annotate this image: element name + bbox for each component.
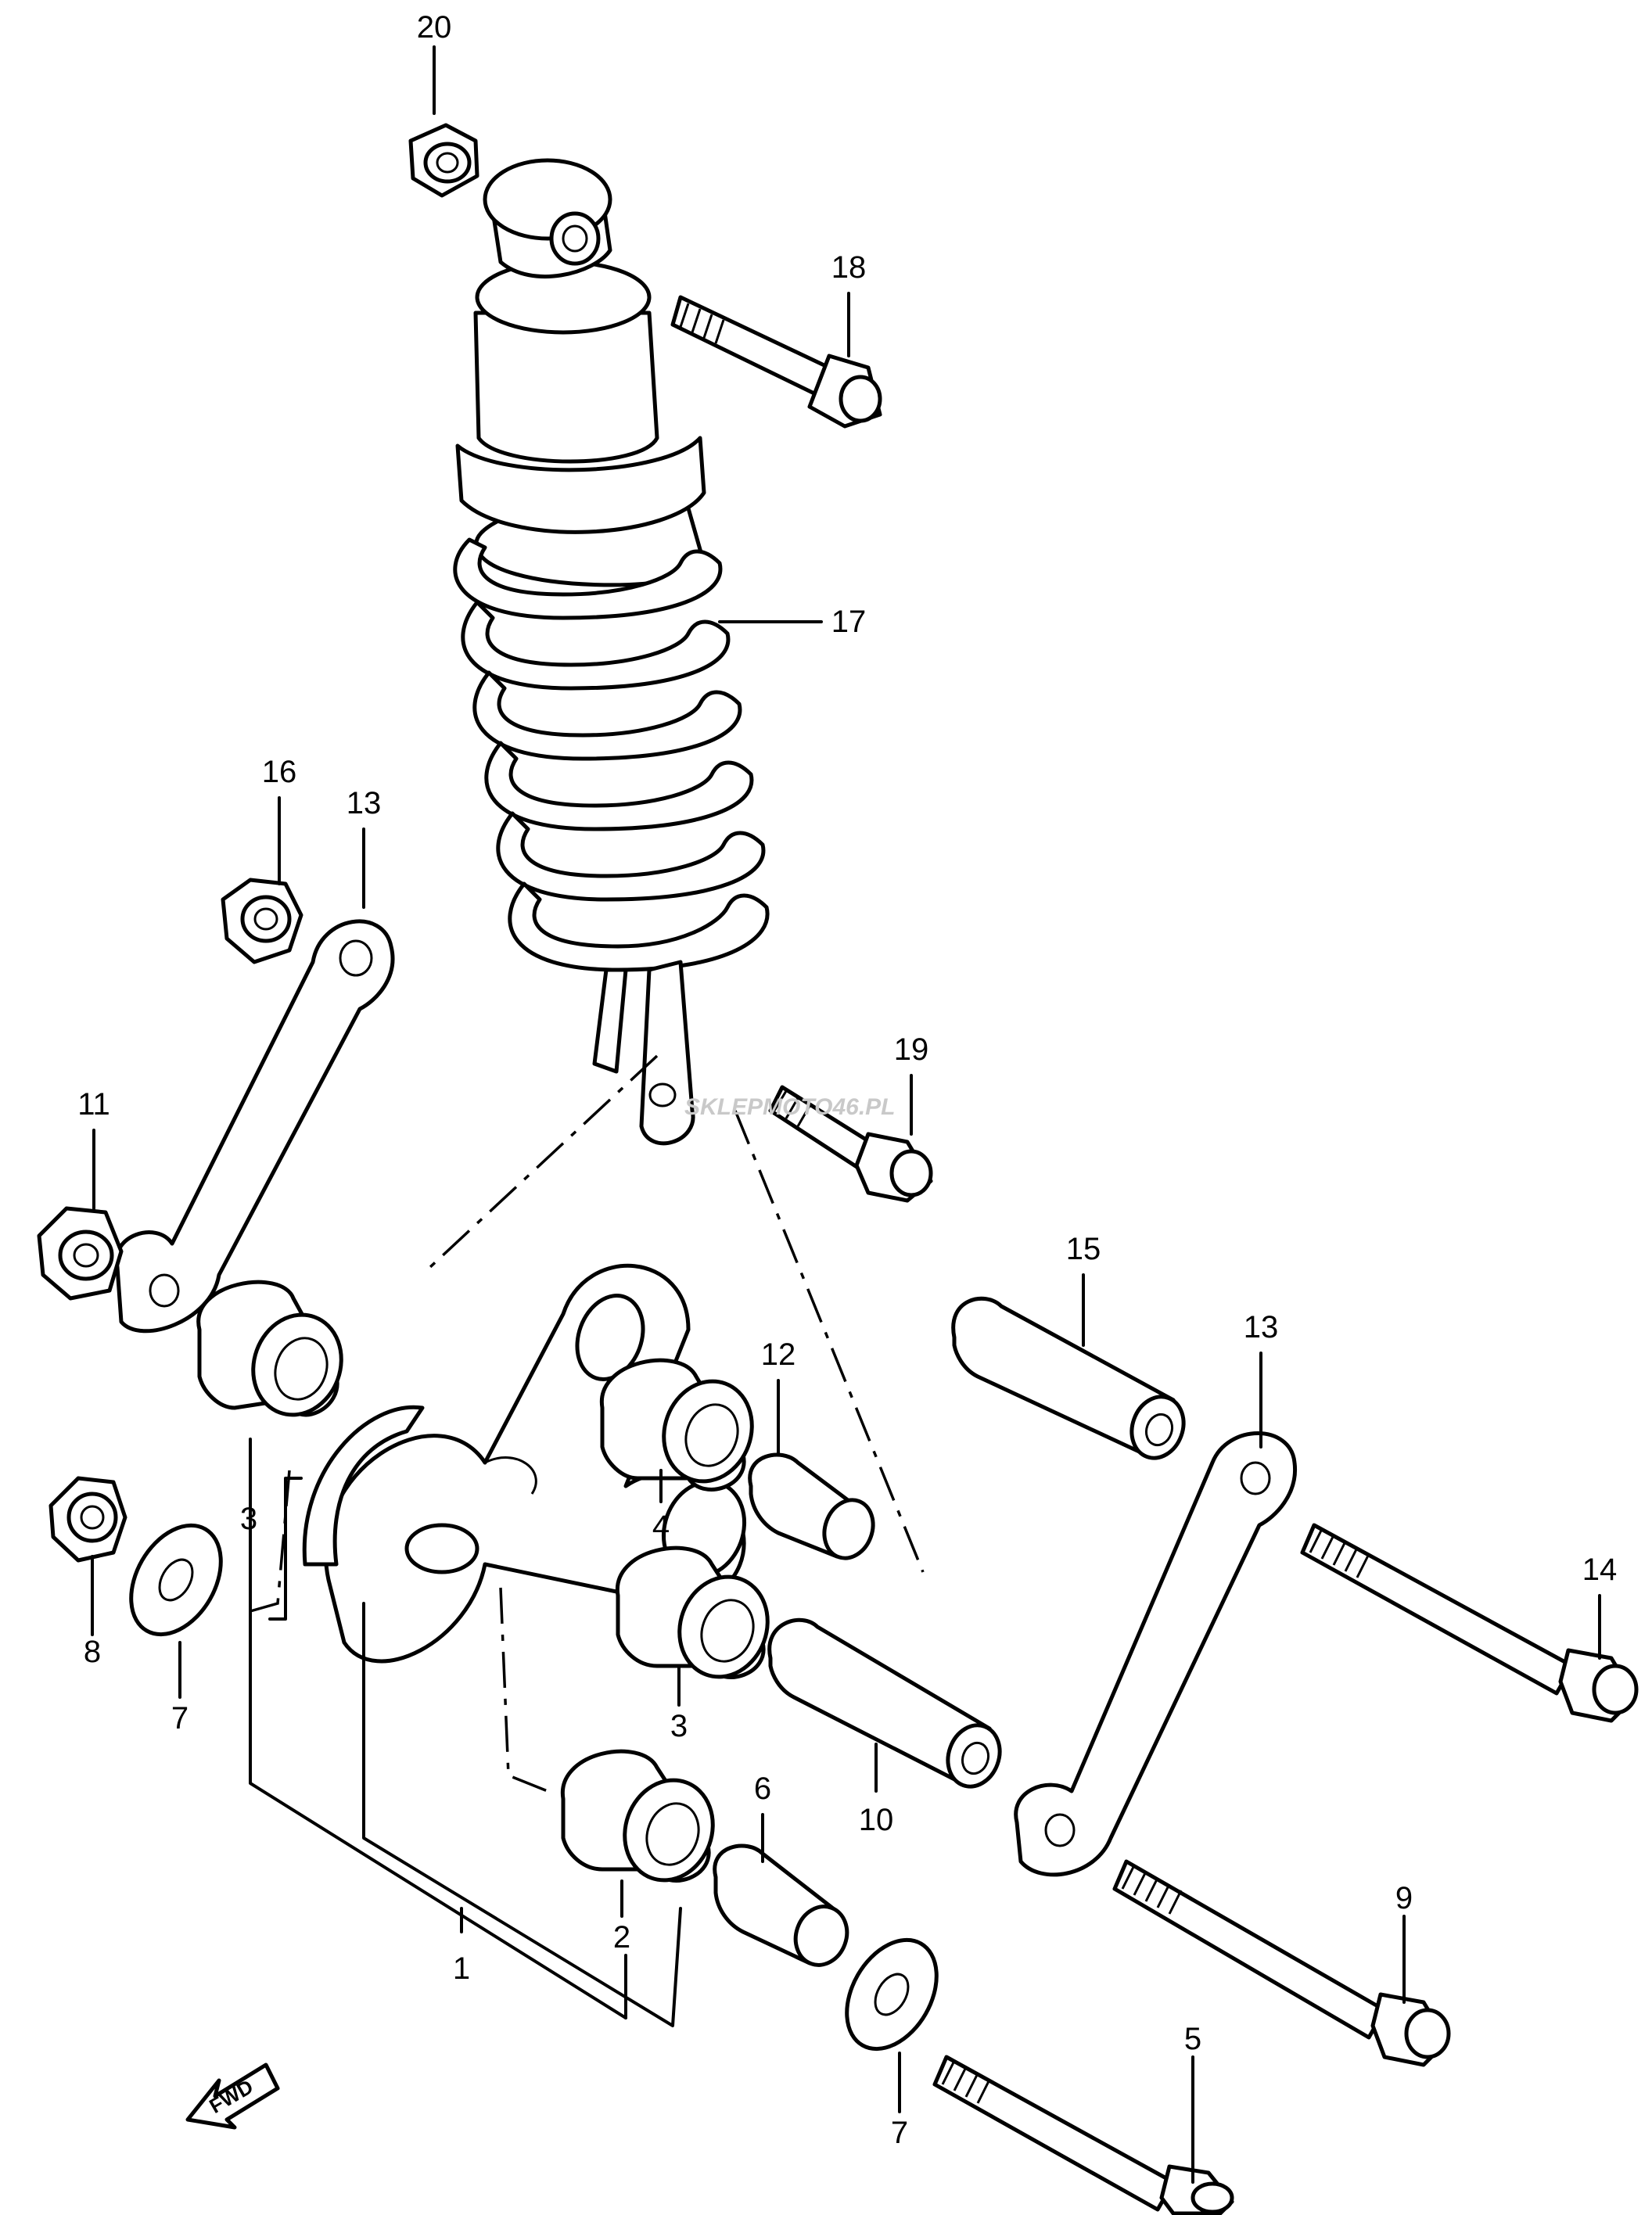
nut-16 xyxy=(221,878,303,964)
label-13-right: 13 xyxy=(1244,1310,1279,1344)
label-1: 1 xyxy=(453,1951,470,1986)
label-10: 10 xyxy=(859,1803,894,1837)
label-6: 6 xyxy=(754,1772,771,1806)
label-4: 4 xyxy=(652,1510,670,1544)
label-3-left: 3 xyxy=(240,1502,257,1536)
spacer-10 xyxy=(767,1617,1002,1789)
label-14: 14 xyxy=(1582,1553,1618,1587)
nut-20 xyxy=(408,123,479,198)
alignment-lines xyxy=(250,1054,925,1793)
leader-lines xyxy=(91,45,1601,2184)
label-19: 19 xyxy=(894,1032,929,1067)
label-11: 11 xyxy=(77,1087,110,1122)
label-3-right: 3 xyxy=(670,1709,688,1743)
bolt-5 xyxy=(932,2055,1234,2215)
label-12: 12 xyxy=(761,1337,796,1372)
label-18: 18 xyxy=(831,250,867,285)
label-7-right: 7 xyxy=(891,2116,908,2150)
bearing-2 xyxy=(561,1749,715,1883)
bearing-4 xyxy=(600,1358,754,1492)
bearing-3-lower xyxy=(616,1545,770,1679)
washer-7-right xyxy=(845,1937,939,2052)
nut-11 xyxy=(37,1206,124,1301)
label-9: 9 xyxy=(1395,1881,1413,1915)
label-17: 17 xyxy=(831,605,867,639)
cushion-rod-left xyxy=(114,919,395,1334)
label-5: 5 xyxy=(1184,2022,1201,2056)
washer-7-left xyxy=(129,1523,223,1637)
bolt-19 xyxy=(768,1085,933,1203)
bearing-3-upper xyxy=(196,1280,343,1417)
label-16: 16 xyxy=(262,755,297,789)
watermark: SKLEPMOTO46.PL xyxy=(684,1094,896,1120)
bolt-18 xyxy=(670,295,882,429)
label-20: 20 xyxy=(417,10,452,45)
label-8: 8 xyxy=(84,1635,101,1669)
cushion-rod-right xyxy=(1014,1431,1298,1877)
bolt-14 xyxy=(1300,1523,1639,1723)
part-labels: 20 18 17 16 13 19 11 15 12 13 3 4 14 8 7… xyxy=(77,10,1617,2150)
rear-shock-absorber xyxy=(453,158,770,1146)
label-7-left: 7 xyxy=(171,1701,189,1736)
spacer-12 xyxy=(748,1452,875,1560)
spacer-15 xyxy=(951,1296,1186,1460)
label-2: 2 xyxy=(613,1920,630,1955)
label-13-left: 13 xyxy=(347,786,382,820)
nut-8 xyxy=(48,1476,127,1563)
bolt-9 xyxy=(1112,1859,1451,2067)
fwd-arrow-icon: FWD xyxy=(185,2062,280,2130)
label-15: 15 xyxy=(1066,1232,1101,1266)
spacer-6 xyxy=(713,1843,849,1967)
